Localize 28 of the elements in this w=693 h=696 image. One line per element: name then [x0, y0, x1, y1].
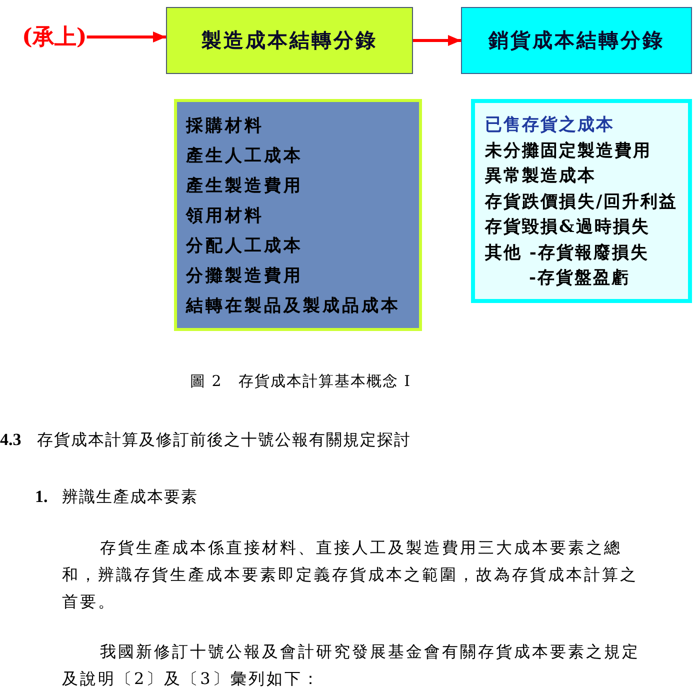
- journal-entry-box: 製造成本結轉分錄: [166, 7, 413, 74]
- section-number: 4.3: [0, 430, 22, 450]
- item-number: 1.: [35, 487, 48, 507]
- paragraph: 我國新修訂十號公報及會計研究發展基金會有關存貨成本要素之規定及說明〔2〕及〔3〕彙列如下：: [62, 641, 641, 690]
- arrow: [413, 35, 461, 46]
- list-item: 產生製造費用: [186, 175, 303, 198]
- journal-entry-box: 銷貨成本結轉分錄: [461, 7, 692, 74]
- list-panel: [174, 99, 422, 331]
- continuation-label: (承上): [22, 24, 87, 50]
- list-item: 產生人工成本: [186, 145, 303, 168]
- list-item: -存貨盤盈虧: [529, 267, 630, 290]
- list-item: 分攤製造費用: [186, 265, 303, 288]
- arrow: [86, 32, 166, 42]
- section-heading: 存貨成本計算及修訂前後之十號公報有關規定探討: [37, 430, 411, 450]
- list-item: 已售存貨之成本: [485, 114, 614, 137]
- paragraph: 存貨生產成本係直接材料、直接人工及製造費用三大成本要素之總和，辨識存貨生產成本要素即定義存貨成本之範圍，故為存貨成本計算之首要。: [62, 537, 639, 613]
- list-item: 分配人工成本: [186, 235, 303, 258]
- list-item: 異常製造成本: [485, 165, 596, 188]
- figure-caption: 圖 2 存貨成本計算基本概念 I: [190, 371, 412, 391]
- list-item: 採購材料: [186, 115, 264, 138]
- list-item: 存貨跌價損失/回升利益: [485, 190, 678, 214]
- list-panel: [471, 99, 692, 303]
- list-item: 存貨毀損&過時損失: [485, 216, 650, 239]
- list-item: 結轉在製品及製成品成本: [186, 295, 400, 318]
- list-item: 領用材料: [186, 205, 264, 228]
- list-item: 未分攤固定製造費用: [485, 140, 652, 162]
- list-item: 其他 -存貨報廢損失: [485, 242, 649, 264]
- subsection-heading: 辨識生產成本要素: [62, 487, 198, 507]
